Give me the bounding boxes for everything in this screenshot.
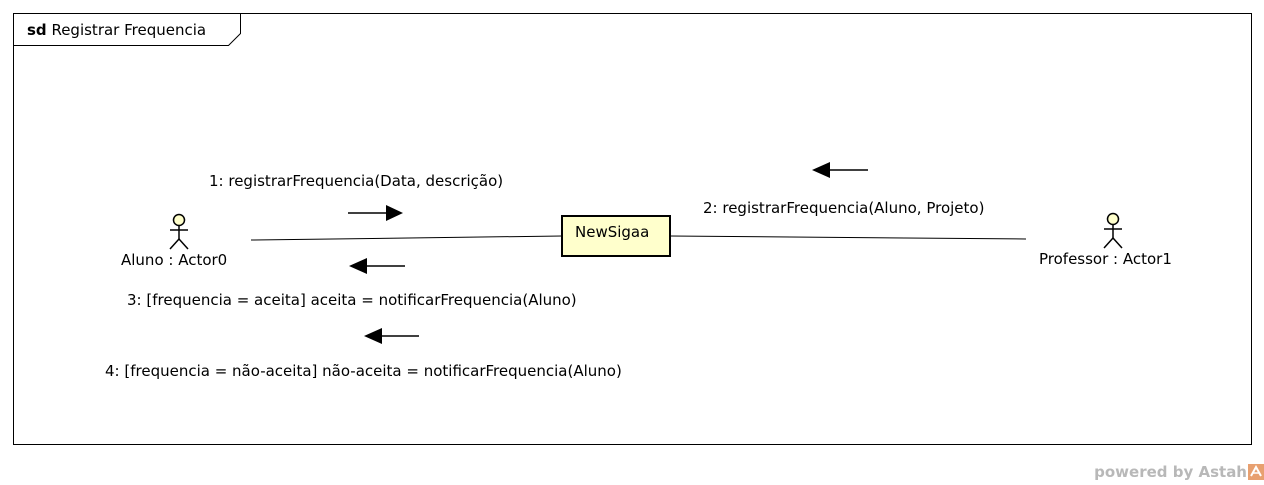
actor-professor-label: Professor : Actor1 (1039, 250, 1172, 268)
actor-aluno-icon[interactable] (169, 213, 189, 250)
watermark: powered by Astah (1094, 463, 1264, 481)
object-label: NewSigaa (575, 223, 650, 241)
astah-logo-icon (1248, 464, 1264, 480)
message-3-label: 3: [frequencia = aceita] aceita = notifi… (127, 291, 577, 309)
frame-border (13, 13, 1252, 445)
actor-aluno-label: Aluno : Actor0 (121, 251, 228, 269)
frame-keyword: sd (27, 21, 47, 39)
message-3-arrow-icon (349, 258, 405, 274)
message-4-arrow-icon (364, 328, 419, 344)
message-4-label: 4: [frequencia = não-aceita] não-aceita … (105, 362, 622, 380)
message-2-label: 2: registrarFrequencia(Aluno, Projeto) (703, 199, 985, 217)
frame-name: Registrar Frequencia (51, 21, 207, 39)
watermark-text: powered by Astah (1094, 463, 1247, 481)
link-aluno-newsigaa[interactable] (250, 235, 563, 241)
link-newsigaa-professor[interactable] (669, 235, 1027, 240)
message-1-arrow-icon (348, 205, 403, 221)
frame-title: sd Registrar Frequencia (27, 21, 206, 39)
object-newsigaa[interactable] (561, 215, 671, 257)
actor-professor-icon[interactable] (1103, 212, 1123, 249)
frame-tab (13, 13, 241, 46)
message-2-arrow-icon (812, 162, 868, 178)
message-1-label: 1: registrarFrequencia(Data, descrição) (209, 172, 504, 190)
